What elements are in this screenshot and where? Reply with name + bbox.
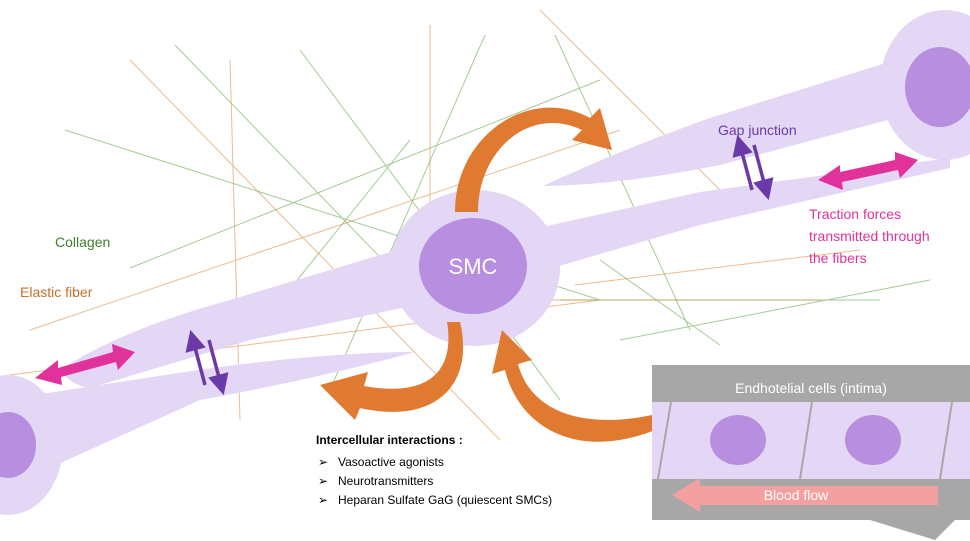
traction-arrow-left bbox=[35, 344, 135, 385]
endothelial-nucleus-1 bbox=[710, 415, 766, 465]
bullet-icon: ➢ bbox=[318, 455, 328, 469]
bottom-left-cell-process bbox=[35, 352, 415, 470]
top-right-nucleus bbox=[905, 47, 970, 127]
nuclei bbox=[0, 47, 970, 478]
gap-junction-arrows-left bbox=[185, 329, 229, 396]
panel-pointer bbox=[870, 520, 955, 540]
traction-label-line-1: Traction forces bbox=[809, 206, 901, 222]
interaction-item: Heparan Sulfate GaG (quiescent SMCs) bbox=[338, 493, 552, 507]
gap-junction-label: Gap junction bbox=[718, 122, 797, 138]
lower-curved-arrow bbox=[320, 322, 464, 420]
interactions-title: Intercellular interactions : bbox=[316, 433, 463, 447]
endothelial-panel bbox=[652, 365, 970, 540]
traction-label-line-3: the fibers bbox=[809, 250, 867, 266]
top-right-cell-process bbox=[543, 60, 895, 186]
gap-junction-arrows-right bbox=[732, 134, 774, 201]
magenta-arrows bbox=[35, 152, 918, 385]
smc-process-left bbox=[60, 240, 440, 388]
bottom-left-nucleus bbox=[0, 412, 36, 478]
endothelial-label: Endhotelial cells (intima) bbox=[735, 380, 887, 396]
traction-arrow-right bbox=[818, 152, 918, 190]
bullet-icon: ➢ bbox=[318, 474, 328, 488]
blood-flow-arrow bbox=[672, 478, 938, 512]
upper-curved-arrow bbox=[455, 107, 612, 212]
endothelial-arrow bbox=[492, 330, 655, 442]
interaction-item: Neurotransmitters bbox=[338, 474, 433, 488]
cell-boundary-2 bbox=[799, 401, 813, 480]
blood-flow-label: Blood flow bbox=[764, 487, 829, 503]
endothelial-nucleus-2 bbox=[845, 415, 901, 465]
elastic-fiber-label: Elastic fiber bbox=[20, 284, 93, 300]
smc-label: SMC bbox=[449, 254, 498, 279]
traction-label-line-2: transmitted through bbox=[809, 228, 930, 244]
orange-arrows bbox=[320, 107, 655, 442]
collagen-label: Collagen bbox=[55, 234, 110, 250]
cell-boundary-3 bbox=[939, 401, 953, 480]
interactions-list: Intercellular interactions : ➢ Vasoactiv… bbox=[316, 433, 552, 507]
interaction-item: Vasoactive agonists bbox=[338, 455, 444, 469]
bullet-icon: ➢ bbox=[318, 493, 328, 507]
smc-nucleus bbox=[419, 218, 527, 314]
cell-boundary-1 bbox=[657, 401, 672, 480]
